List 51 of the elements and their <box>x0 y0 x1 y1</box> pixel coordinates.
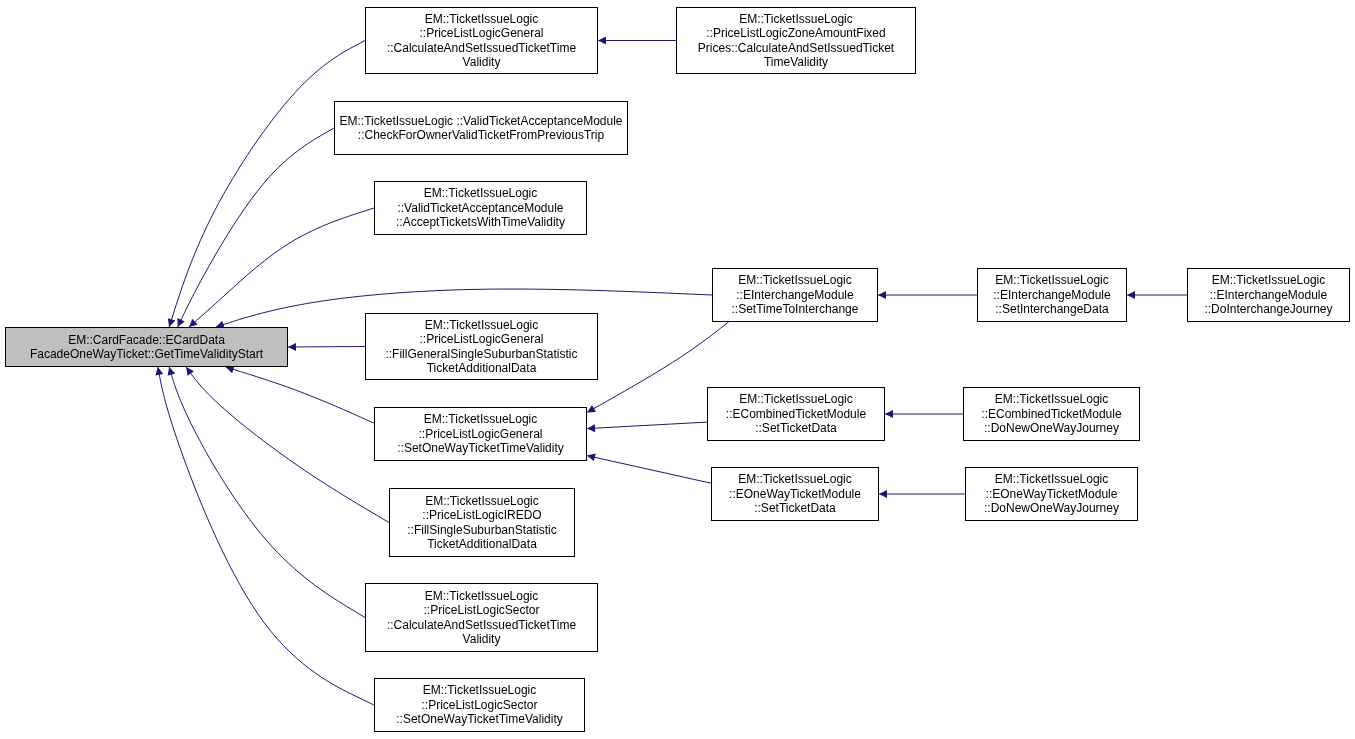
function-name: EM::TicketIssueLogic ::PriceListLogicGeneral ::SetOneWayTicketTimeValidity <box>396 412 565 456</box>
call-arrow <box>597 36 677 45</box>
function-name: EM::TicketIssueLogic ::EOneWayTicketModule ::DoNewOneWayJourney <box>983 472 1120 516</box>
function-name: EM::TicketIssueLogic ::ECombinedTicketModule ::SetTicketData <box>724 392 868 436</box>
call-arrow <box>287 342 366 351</box>
focus-function-box <box>5 327 288 367</box>
function-name: EM::TicketIssueLogic ::ValidTicketAcceptanceModule ::AcceptTicketsWithTimeValidity <box>395 186 566 230</box>
call-arrow <box>586 453 712 484</box>
function-box <box>977 268 1127 322</box>
call-arrow <box>1126 291 1188 299</box>
function-box <box>374 678 585 732</box>
function-box <box>711 467 879 521</box>
function-name: EM::TicketIssueLogic ::PriceListLogicGeneral ::CalculateAndSetIssuedTicketTime Validity <box>385 11 578 70</box>
call-arrow <box>188 207 375 328</box>
function-box <box>389 488 575 557</box>
function-box <box>963 387 1140 441</box>
function-name: EM::TicketIssueLogic ::PriceListLogicIREDO ::FillSingleSuburbanStatistic TicketAdditionalData <box>406 493 558 552</box>
call-arrow <box>177 127 335 328</box>
function-name: EM::TicketIssueLogic ::PriceListLogicSector ::SetOneWayTicketTimeValidity <box>395 683 564 727</box>
call-arrow <box>884 410 964 418</box>
call-arrow <box>167 366 366 618</box>
function-name: EM::TicketIssueLogic ::ValidTicketAcceptanceModule ::CheckForOwnerValidTicketFromPreviousTrip <box>338 113 624 143</box>
call-arrow <box>586 321 730 413</box>
function-name: EM::TicketIssueLogic ::EInterchangeModule ::SetTimeToInterchange <box>730 273 860 317</box>
call-arrow <box>185 366 390 523</box>
call-arrow <box>586 421 708 433</box>
function-box <box>374 181 587 235</box>
function-name: EM::TicketIssueLogic ::EInterchangeModule ::SetInterchangeData <box>992 273 1112 317</box>
function-box <box>365 7 598 74</box>
function-name: EM::TicketIssueLogic ::PriceListLogicZoneAmountFixed Prices::CalculateAndSetIssuedTicket TimeValidity <box>696 11 896 70</box>
function-box <box>676 7 916 74</box>
function-name: EM::TicketIssueLogic ::EOneWayTicketModule ::SetTicketData <box>728 472 862 516</box>
function-name: EM::TicketIssueLogic ::ECombinedTicketModule ::DoNewOneWayJourney <box>980 392 1123 436</box>
call-arrow <box>225 365 375 424</box>
function-box <box>965 467 1138 521</box>
function-box <box>712 268 878 322</box>
function-name: EM::TicketIssueLogic ::PriceListLogicSector ::CalculateAndSetIssuedTicketTime Validity <box>385 588 578 647</box>
call-arrow <box>155 366 375 706</box>
function-box <box>707 387 885 441</box>
call-arrow <box>215 288 713 329</box>
function-name: EM::TicketIssueLogic ::EInterchangeModule ::DoInterchangeJourney <box>1203 273 1334 317</box>
function-box <box>365 583 598 652</box>
function-box <box>374 407 587 461</box>
call-arrow <box>877 291 978 299</box>
function-name: EM::CardFacade::ECardData FacadeOneWayTicket::GetTimeValidityStart <box>28 332 265 362</box>
function-box <box>334 101 628 155</box>
call-arrow <box>878 490 966 498</box>
function-box <box>1187 268 1350 322</box>
call-arrow <box>167 40 366 328</box>
function-name: EM::TicketIssueLogic ::PriceListLogicGeneral ::FillGeneralSingleSuburbanStatistic TicketAdditionalData <box>384 317 579 376</box>
function-box <box>365 313 598 380</box>
